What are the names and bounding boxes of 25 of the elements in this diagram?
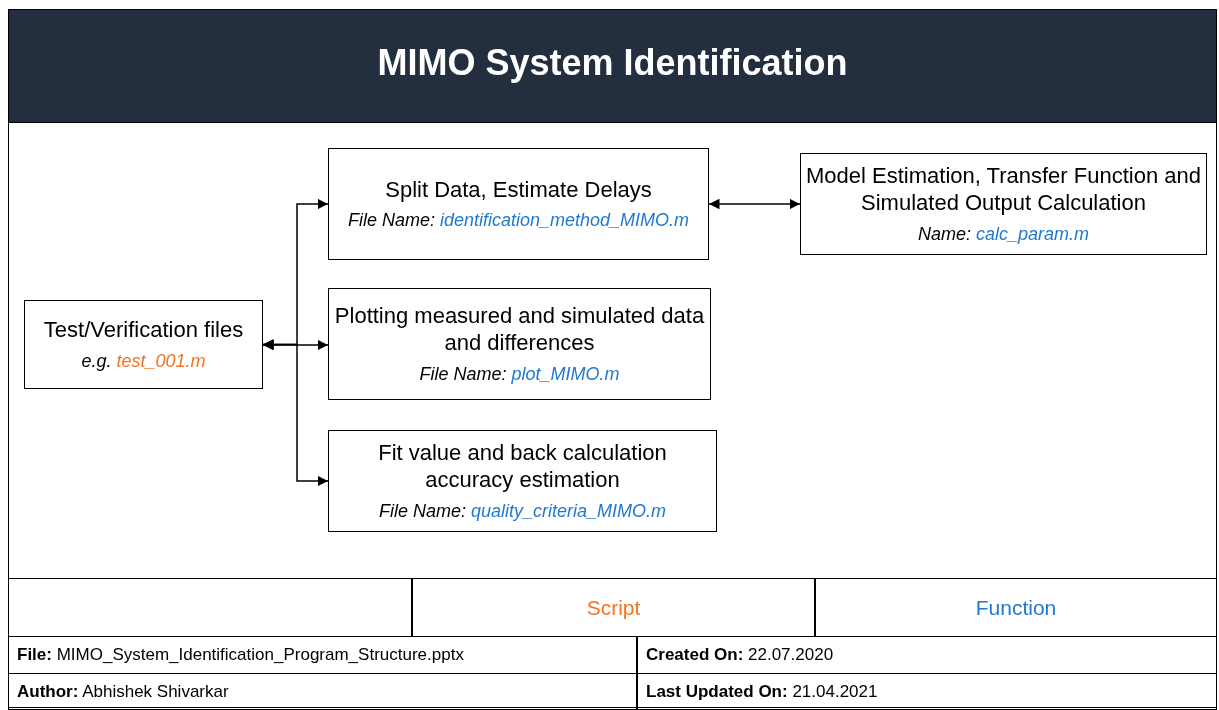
legend-label: Function (975, 595, 1057, 620)
process-box (800, 153, 1207, 255)
file-name-text: File Name: identification_method_MIMO.m (347, 209, 690, 233)
footer-info-text: Created On: 22.07.2020 (645, 645, 834, 665)
process-box (328, 148, 709, 260)
footer-info-text: File: MIMO_System_Identification_Program_Structure.pptx (16, 645, 464, 665)
connector-arrow (262, 339, 329, 351)
box-heading: Test/Verification files (43, 316, 244, 344)
box-heading: Fit value and back calculation accuracy estimation (377, 438, 668, 494)
box-heading: Model Estimation, Transfer Function and Simulated Output Calculation (805, 161, 1202, 217)
file-name-text: File Name: plot_MIMO.m (419, 362, 620, 386)
connector-arrow (708, 198, 801, 210)
process-box (328, 288, 711, 400)
footer-info-text: Last Updated On: 21.04.2021 (645, 681, 878, 702)
connector-arrow (262, 339, 329, 487)
diagram-title: MIMO System Identification (377, 42, 848, 84)
file-name-text: Name: calc_param.m (917, 222, 1090, 246)
process-box (328, 430, 717, 532)
box-heading: Plotting measured and simulated data and differences (333, 301, 706, 357)
legend-label: Script (586, 595, 641, 620)
process-box (24, 300, 263, 389)
file-name-text: e.g. test_001.m (81, 349, 206, 373)
footer-info-text: Author: Abhishek Shivarkar (16, 681, 229, 702)
file-name-text: File Name: quality_criteria_MIMO.m (378, 499, 667, 523)
box-heading: Split Data, Estimate Delays (385, 175, 652, 204)
